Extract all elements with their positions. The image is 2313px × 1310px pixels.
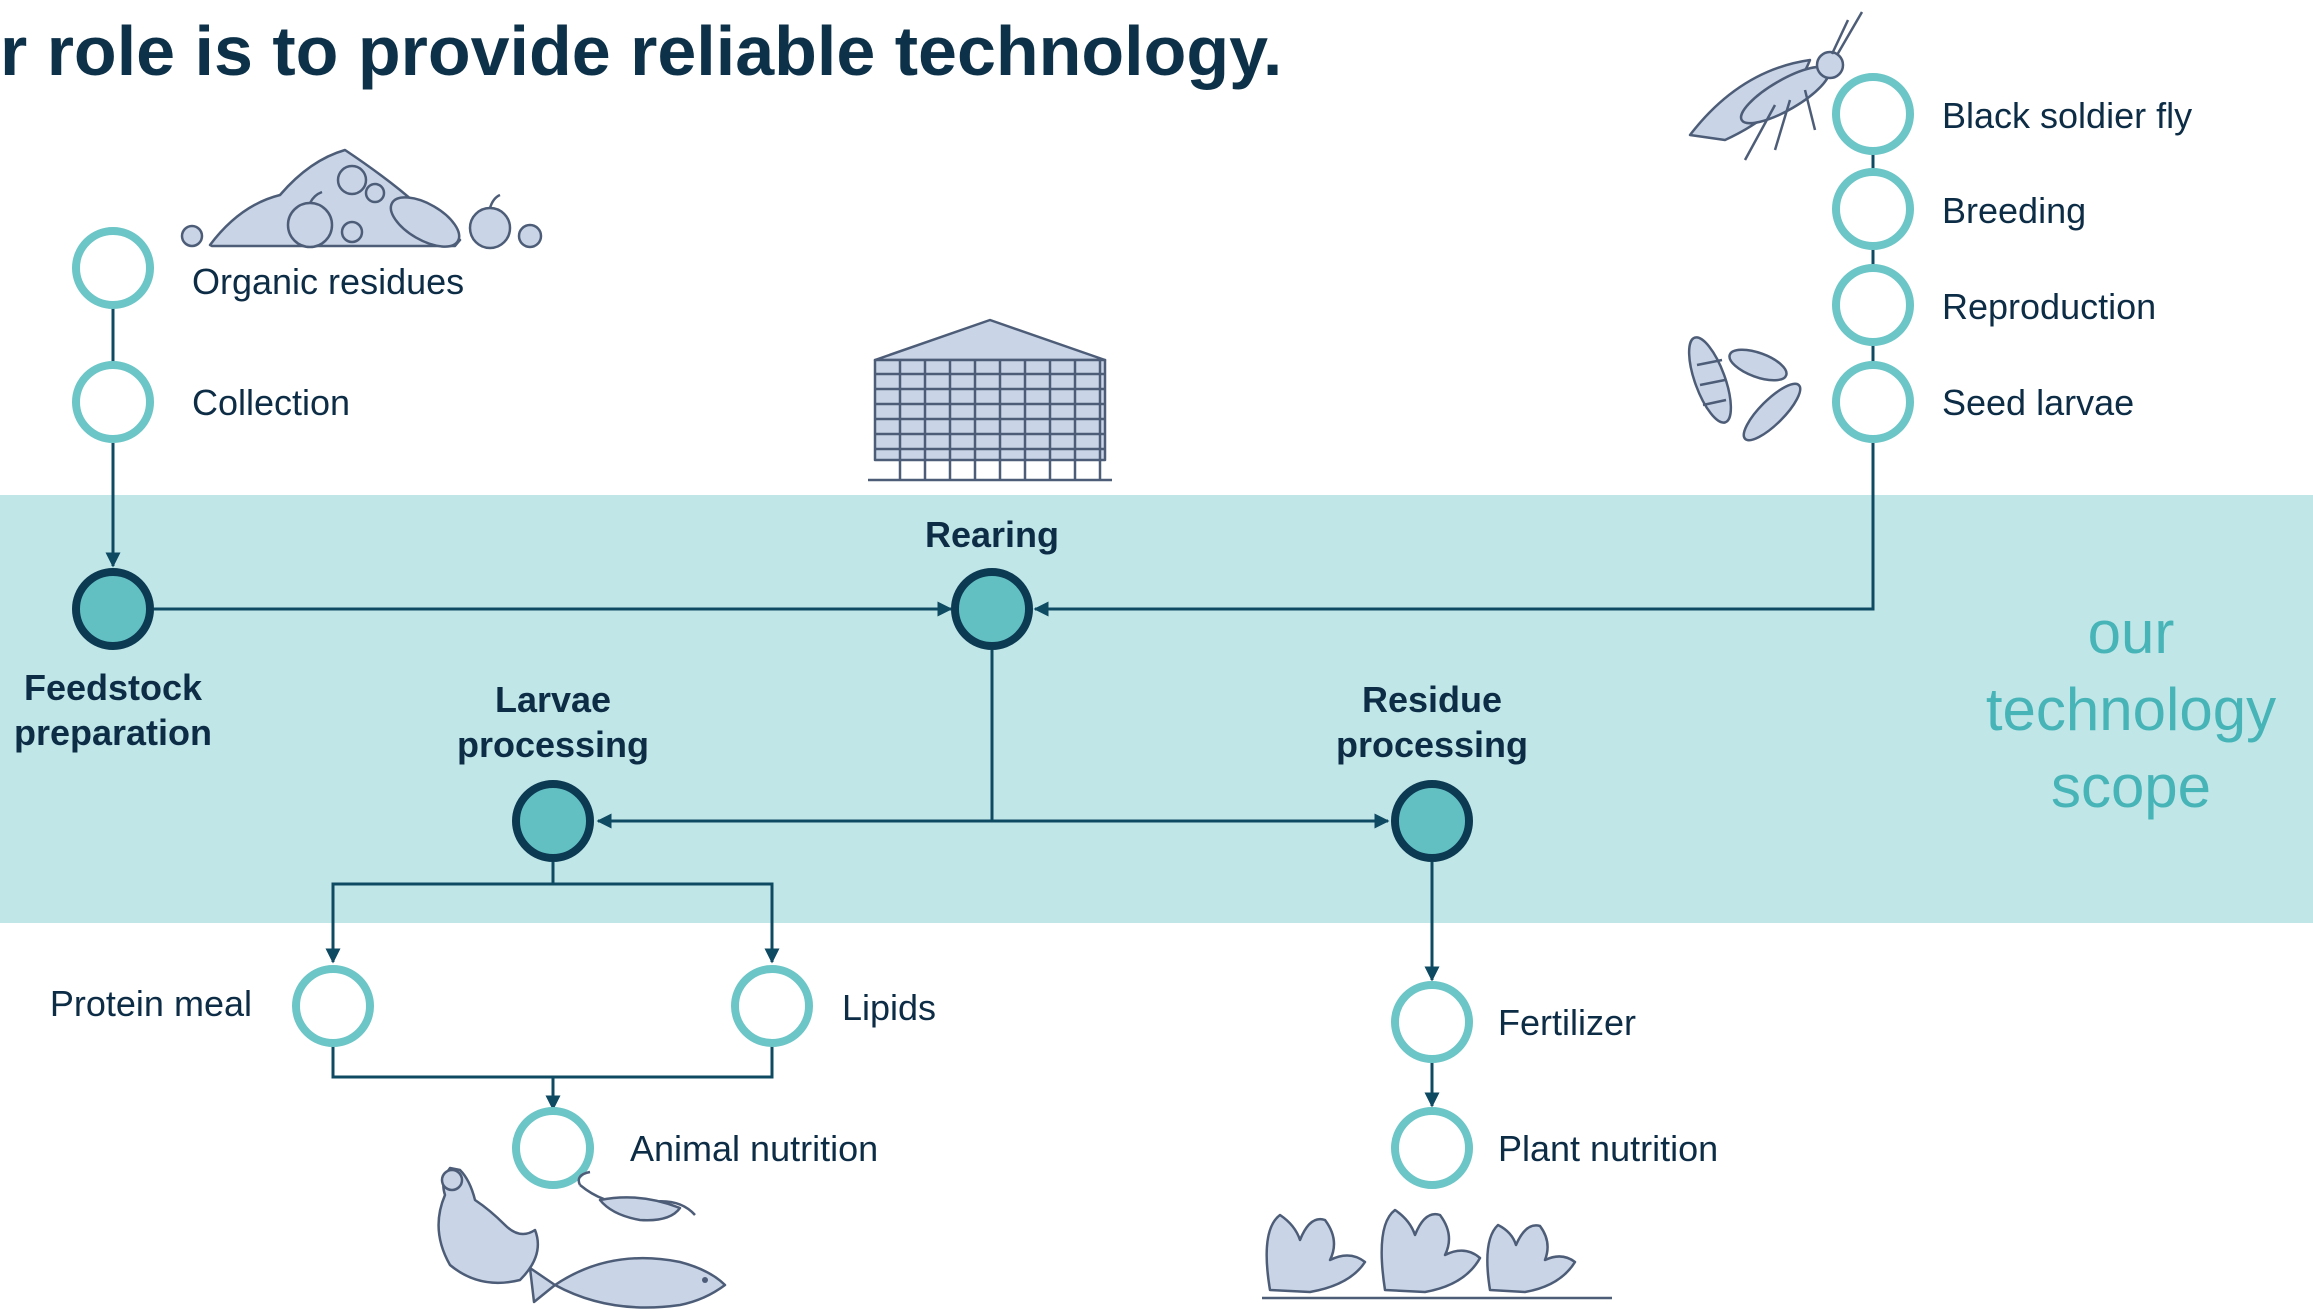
node-collection <box>72 361 154 443</box>
label-organic-residues: Organic residues <box>192 261 464 302</box>
technology-scope-band <box>0 495 2313 923</box>
label-seed-larvae: Seed larvae <box>1942 382 2134 423</box>
scope-label: our technology scope <box>1986 599 2276 820</box>
label-plant-nutrition: Plant nutrition <box>1498 1128 1718 1169</box>
label-feedstock-line2: preparation <box>14 712 212 753</box>
larvae-icon <box>1687 336 1802 442</box>
node-reproduction <box>1832 264 1914 346</box>
label-feedstock-line1: Feedstock <box>24 667 203 708</box>
black-soldier-fly-icon <box>1688 11 1864 161</box>
livestock-and-fish-icon <box>437 1166 727 1309</box>
label-black-soldier-fly: Black soldier fly <box>1942 95 2192 136</box>
node-residue-processing <box>1391 780 1473 862</box>
scope-label-line2: technology <box>1986 676 2276 743</box>
scope-label-line1: our <box>2088 599 2175 666</box>
label-collection: Collection <box>192 382 350 423</box>
node-organic-residues <box>72 227 154 309</box>
label-animal-nutrition: Animal nutrition <box>630 1128 878 1169</box>
node-black-soldier-fly <box>1832 73 1914 155</box>
plants-icon <box>1262 1208 1612 1300</box>
page-title: r role is to provide reliable technology… <box>0 12 1282 90</box>
label-breeding: Breeding <box>1942 190 2086 231</box>
label-larvae-line2: processing <box>457 724 649 765</box>
scope-label-line3: scope <box>2051 753 2211 820</box>
node-plant-nutrition <box>1391 1107 1473 1189</box>
label-lipids: Lipids <box>842 987 936 1028</box>
node-breeding <box>1832 168 1914 250</box>
insect-farm-building-icon <box>868 318 1112 482</box>
label-rearing: Rearing <box>925 514 1059 555</box>
label-fertilizer: Fertilizer <box>1498 1002 1636 1043</box>
node-seed-larvae <box>1832 361 1914 443</box>
node-larvae-processing <box>512 780 594 862</box>
label-residue-line2: processing <box>1336 724 1528 765</box>
label-residue-line1: Residue <box>1362 679 1502 720</box>
node-protein-meal <box>292 965 374 1047</box>
node-lipids <box>731 965 813 1047</box>
label-protein-meal: Protein meal <box>50 983 252 1024</box>
node-animal-nutrition <box>512 1107 594 1189</box>
connectors <box>105 150 1875 1111</box>
node-fertilizer <box>1391 981 1473 1063</box>
label-larvae-line1: Larvae <box>495 679 611 720</box>
node-rearing <box>951 568 1033 650</box>
node-feedstock-preparation <box>72 568 154 650</box>
organic-waste-pile-icon <box>180 148 543 250</box>
label-reproduction: Reproduction <box>1942 286 2156 327</box>
